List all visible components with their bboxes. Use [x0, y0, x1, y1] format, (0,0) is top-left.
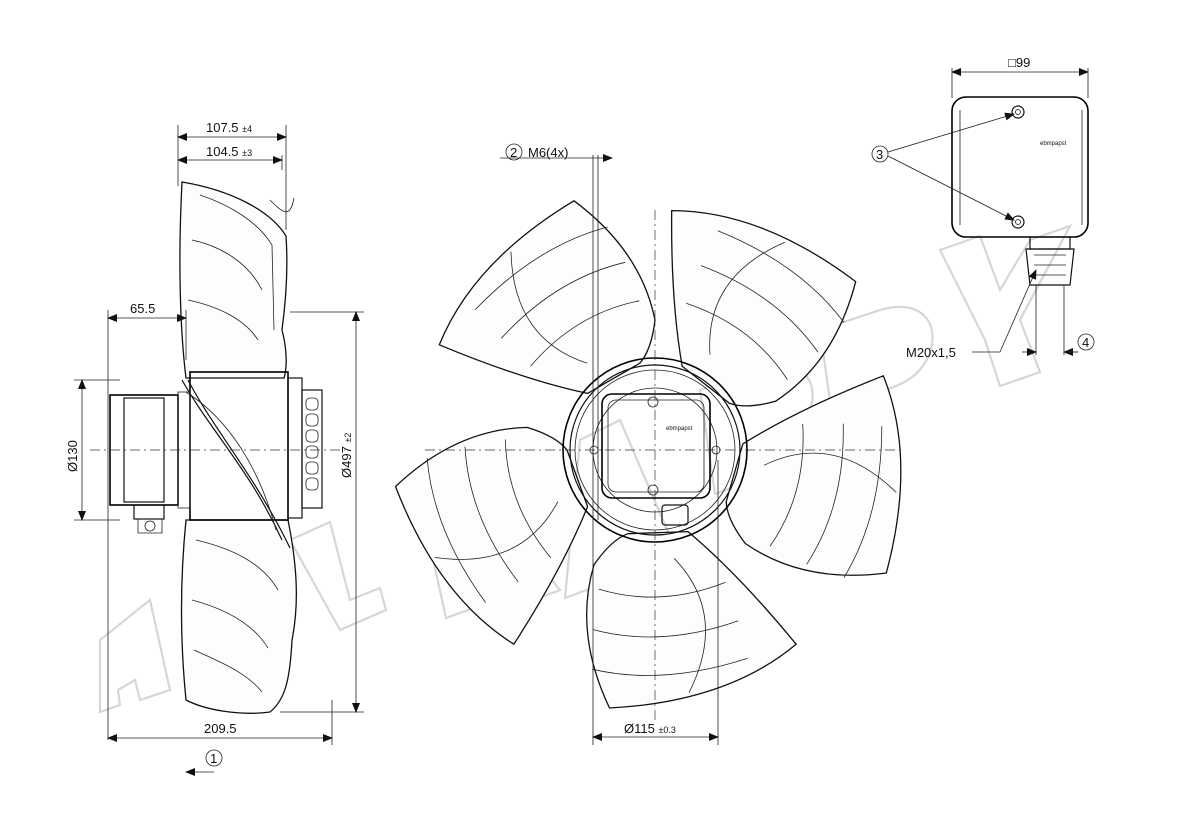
blade-rib	[592, 620, 739, 638]
terminal-box-body	[951, 96, 1089, 238]
upper-blade-side	[179, 181, 288, 379]
rotor-fins	[305, 397, 319, 491]
front-marker-2: 2	[510, 145, 517, 160]
blade-outline	[438, 200, 656, 395]
blade-edge-line	[510, 251, 588, 364]
blade-edge-line	[434, 501, 559, 560]
blade-rib	[505, 439, 552, 559]
blade-edge-line	[709, 241, 785, 355]
blade-edge-line	[673, 558, 706, 693]
gland-thread-label: M20x1,5	[906, 345, 956, 360]
lower-blade-side	[180, 519, 297, 714]
fan-blade-5	[394, 426, 589, 646]
fan-blade-1	[438, 200, 656, 395]
bolt-circle-label: Ø115 ±0.3	[624, 721, 676, 736]
box-brand-label: ebmpapst	[1040, 141, 1067, 147]
box-marker-3: 3	[876, 147, 883, 162]
front-terminal-box	[601, 393, 711, 499]
blade-rib	[592, 657, 748, 676]
blade-outline	[394, 426, 589, 646]
blade-rib	[717, 230, 845, 323]
blade-rib	[843, 426, 883, 578]
side-dimension-lines	[74, 125, 364, 776]
width-inner-label: 104.5 ±3	[206, 144, 252, 159]
fan-diameter-label: Ø497 ±2	[339, 433, 354, 478]
front-view: ebmpapst	[394, 200, 905, 720]
width-total-label: 107.5 ±4	[206, 120, 252, 135]
front-box-brand: ebmpapst	[666, 426, 693, 432]
blade-rib	[806, 423, 844, 565]
blade-edge-line	[763, 452, 897, 493]
blade-outline	[586, 530, 798, 709]
blade-outline	[670, 209, 857, 407]
motor-offset-label: 65.5	[130, 301, 155, 316]
blade-rib	[530, 300, 640, 367]
blade-rib	[700, 265, 819, 353]
terminal-box-detail: ebmpapst	[951, 96, 1089, 355]
blade-rib	[426, 457, 486, 603]
rotor-body	[189, 371, 289, 521]
side-view	[90, 181, 345, 714]
front-dimension-lines	[500, 143, 719, 745]
fan-blade-4	[586, 530, 798, 709]
fan-blades	[394, 200, 902, 709]
view-marker-1: 1	[210, 751, 217, 766]
overall-depth-label: 209.5	[204, 721, 237, 736]
blade-rib	[464, 446, 519, 583]
fan-blade-3	[725, 374, 902, 578]
blade-rib	[686, 302, 788, 380]
blade-rib	[475, 226, 608, 310]
motor-diameter-label: Ø130	[65, 440, 80, 472]
box-screw-bottom	[1011, 215, 1025, 229]
thread-label: M6(4x)	[528, 145, 568, 160]
blade-rib	[501, 261, 626, 339]
box-marker-4: 4	[1082, 335, 1089, 350]
box-screw-top	[1011, 105, 1025, 119]
terminal-box-dimension-lines	[871, 68, 1095, 356]
blade-rib	[598, 582, 726, 598]
blade-rib	[769, 423, 804, 547]
fan-blade-2	[670, 209, 857, 407]
box-size-label: □99	[1008, 55, 1030, 70]
blade-outline	[725, 374, 902, 576]
